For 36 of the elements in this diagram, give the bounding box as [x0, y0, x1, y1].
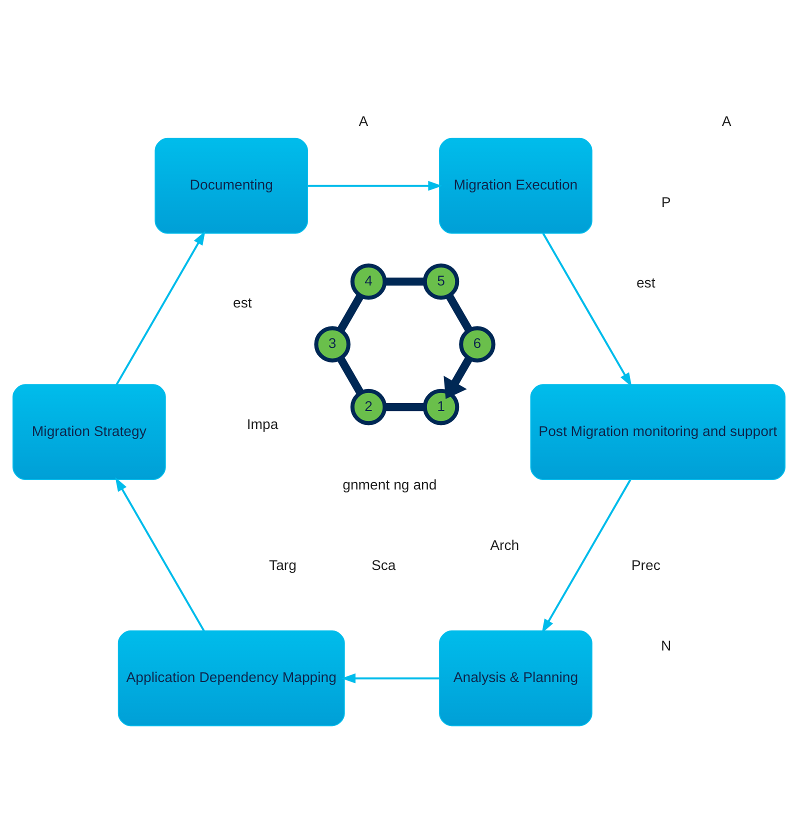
label: A [721, 112, 731, 129]
label: P [660, 193, 670, 210]
node-box: Post Migration monitoring and support [530, 384, 785, 480]
label: Sca [370, 556, 396, 572]
connector [336, 356, 364, 394]
node-circle: 6 [458, 326, 495, 362]
node-circle: 4 [350, 262, 386, 300]
label: est [232, 294, 252, 310]
node-circle: 3 [314, 326, 350, 362]
label: Arch [490, 536, 519, 552]
node-circle: 1 [422, 388, 459, 425]
node-circle: 2 [350, 388, 386, 425]
node-box: Application Dependency Mapping [117, 630, 344, 726]
node-box: Documenting [154, 137, 308, 234]
connector [445, 293, 472, 332]
label: est [636, 274, 655, 290]
connector [336, 293, 364, 332]
arrow [114, 476, 204, 631]
label: Impa [246, 415, 278, 432]
arrow [115, 230, 205, 385]
label: gnment ng and [342, 476, 436, 492]
label: N [660, 637, 671, 654]
label: A [358, 112, 368, 129]
node-box: Migration Execution [438, 137, 592, 234]
label: Targ [268, 556, 296, 572]
arrow [340, 672, 439, 683]
arrow [307, 180, 442, 190]
connector [384, 277, 424, 286]
node-box: Analysis & Planning [438, 630, 592, 726]
node-circle: 5 [422, 262, 459, 300]
arrow [541, 478, 631, 633]
arrow [443, 356, 472, 398]
connector [384, 402, 424, 411]
label: Prec [630, 556, 660, 572]
arrow [542, 232, 632, 386]
node-box: Migration Strategy [12, 384, 166, 480]
